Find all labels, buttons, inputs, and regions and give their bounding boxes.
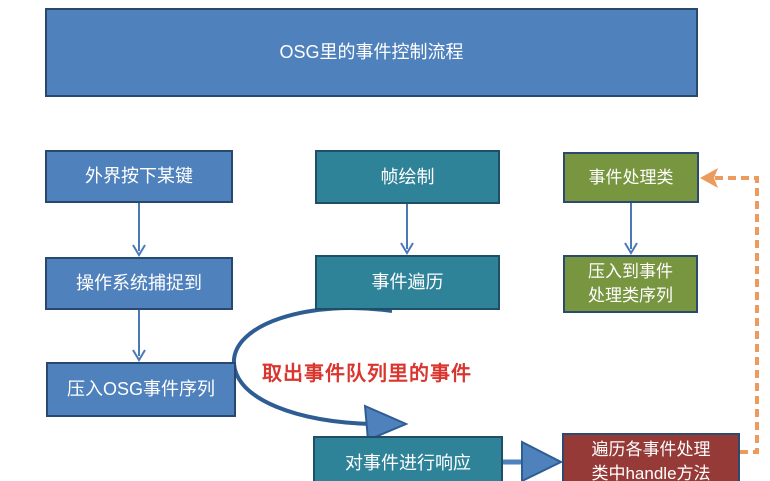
node-label-line1: 遍历各事件处理 bbox=[591, 440, 711, 459]
node-label: 外界按下某键 bbox=[85, 166, 193, 187]
node-label: 对事件进行响应 bbox=[345, 453, 471, 474]
arrow-external-to-capture bbox=[132, 203, 146, 257]
node-push-osg-queue: 压入OSG事件序列 bbox=[46, 362, 236, 417]
dashed-arrowhead-icon bbox=[700, 168, 718, 188]
node-respond-event: 对事件进行响应 bbox=[313, 436, 503, 481]
node-os-capture: 操作系统捕捉到 bbox=[45, 257, 233, 310]
node-label: 操作系统捕捉到 bbox=[76, 273, 202, 294]
node-event-handler-class: 事件处理类 bbox=[563, 152, 699, 203]
node-label: 事件遍历 bbox=[371, 272, 444, 293]
node-external-key: 外界按下某键 bbox=[45, 150, 233, 203]
node-label: 压入OSG事件序列 bbox=[66, 379, 215, 400]
arrow-frame-to-traversal bbox=[400, 204, 414, 255]
arc-arrowhead-icon bbox=[363, 404, 409, 442]
node-label: 事件处理类 bbox=[588, 167, 674, 187]
node-push-handler-queue: 压入到事件 处理类序列 bbox=[563, 255, 698, 313]
dequeue-note: 取出事件队列里的事件 bbox=[262, 363, 472, 385]
thick-arrowhead-icon bbox=[521, 440, 564, 481]
node-label: 帧绘制 bbox=[380, 166, 435, 187]
node-label-line1: 压入到事件 bbox=[588, 262, 673, 281]
node-traverse-handle: 遍历各事件处理 类中handle方法 bbox=[562, 433, 740, 481]
arrow-respond-to-handle bbox=[503, 440, 564, 481]
title-box: OSG里的事件控制流程 bbox=[45, 8, 698, 97]
node-event-traversal: 事件遍历 bbox=[315, 255, 500, 310]
node-label-line2: 类中handle方法 bbox=[591, 464, 711, 481]
dashed-feedback-loop bbox=[700, 168, 759, 454]
arrow-capture-to-queue bbox=[132, 310, 146, 362]
arrow-handler-to-handlerqueue bbox=[624, 203, 638, 255]
node-label-line2: 处理类序列 bbox=[588, 286, 673, 305]
node-frame-draw: 帧绘制 bbox=[315, 150, 500, 204]
diagram-title: OSG里的事件控制流程 bbox=[279, 42, 464, 63]
